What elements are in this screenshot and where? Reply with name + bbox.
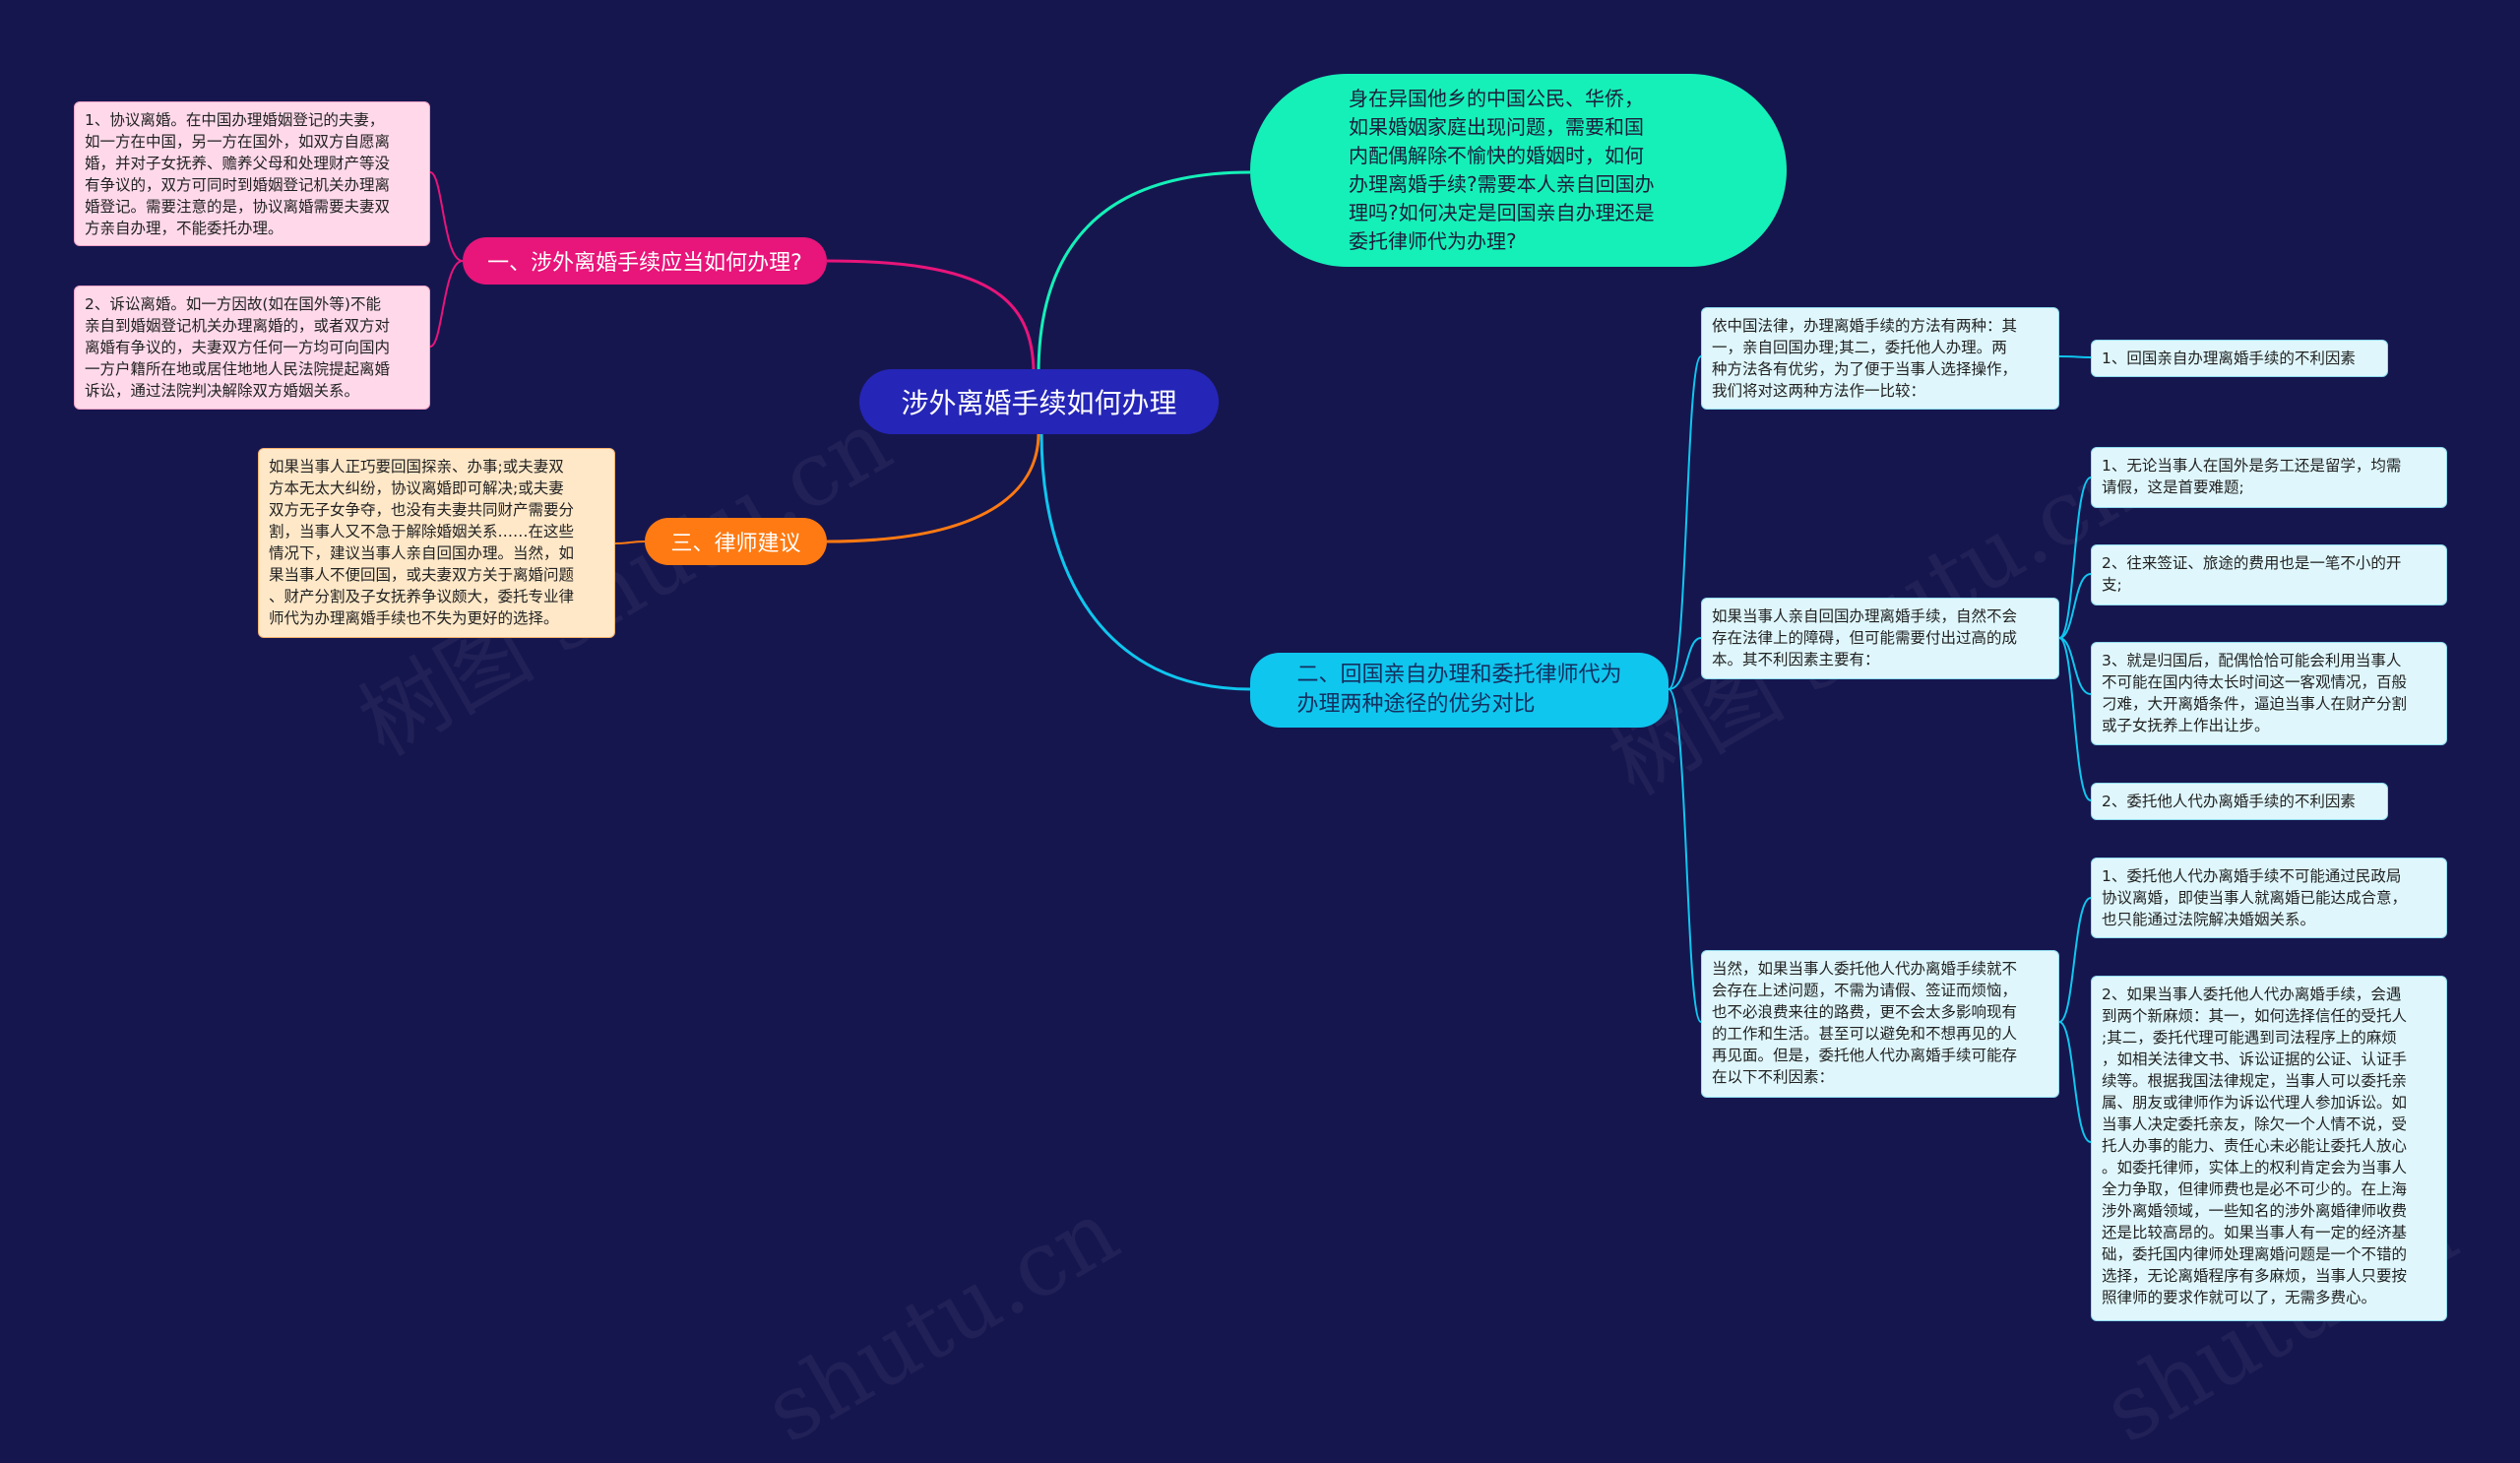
intro-node[interactable]: 身在异国他乡的中国公民、华侨， 如果婚姻家庭出现问题，需要和国 内配偶解除不愉快…	[1250, 74, 1787, 267]
branch2-sub2[interactable]: 如果当事人亲自回国办理离婚手续，自然不会 存在法律上的障碍，但可能需要付出过高的…	[1701, 598, 2059, 679]
link-branch3-child1	[614, 541, 646, 544]
root-label: 涉外离婚手续如何办理	[901, 387, 1177, 419]
branch2-label: 二、回国亲自办理和委托律师代为 办理两种途径的优劣对比	[1296, 663, 1622, 717]
link-sub3-c1	[2058, 897, 2092, 1023]
link-branch2-sub2	[1668, 637, 1702, 690]
branch2-sub1[interactable]: 依中国法律，办理离婚手续的方法有两种：其 一，亲自回国办理;其二，委托他人办理。…	[1701, 307, 2059, 410]
branch3-leaf-1[interactable]: 如果当事人正巧要回国探亲、办事;或夫妻双 方本无太大纠纷，协议离婚即可解决;或夫…	[258, 448, 615, 638]
link-sub1-c1	[2058, 355, 2092, 358]
link-sub3-c2	[2058, 1021, 2092, 1143]
branch2-sub2-leaf-3[interactable]: 3、就是归国后，配偶恰恰可能会利用当事人 不可能在国内待太长时间这一客观情况，百…	[2091, 642, 2447, 745]
branch1-node[interactable]: 一、涉外离婚手续应当如何办理?	[463, 237, 827, 285]
link-branch1-child1	[429, 171, 464, 262]
link-root-intro	[1037, 170, 1251, 375]
mindmap-canvas: 树图 shutu.cn 树图 shutu.cn shutu.cn shutu.c…	[74, 74, 2474, 1463]
link-sub2-c1	[2058, 477, 2092, 639]
link-root-branch1	[826, 259, 1036, 375]
root-node[interactable]: 涉外离婚手续如何办理	[859, 369, 1219, 434]
branch2-sub2-leaf-4[interactable]: 2、委托他人代办离婚手续的不利因素	[2091, 783, 2388, 820]
branch1-leaf-2[interactable]: 2、诉讼离婚。如一方因故(如在国外等)不能 亲自到婚姻登记机关办理离婚的，或者双…	[74, 286, 430, 410]
branch2-sub2-leaf-2[interactable]: 2、往来签证、旅途的费用也是一笔不小的开 支;	[2091, 544, 2447, 605]
branch2-sub1-leaf-1[interactable]: 1、回国亲自办理离婚手续的不利因素	[2091, 340, 2388, 377]
link-root-branch2	[1040, 432, 1251, 691]
link-sub2-c4	[2058, 637, 2092, 801]
branch2-node[interactable]: 二、回国亲自办理和委托律师代为 办理两种途径的优劣对比	[1250, 653, 1669, 728]
link-sub2-c2	[2058, 573, 2092, 639]
link-root-branch3	[826, 432, 1040, 543]
connector-lines	[429, 170, 2092, 1143]
branch3-label: 三、律师建议	[670, 532, 801, 556]
link-branch2-sub3	[1668, 688, 1702, 1023]
link-branch1-child2	[429, 260, 464, 348]
branch3-node[interactable]: 三、律师建议	[645, 518, 827, 565]
link-branch2-sub1	[1668, 355, 1702, 690]
branch1-label: 一、涉外离婚手续应当如何办理?	[487, 251, 802, 276]
branch2-sub3[interactable]: 当然，如果当事人委托他人代办离婚手续就不 会存在上述问题，不需为请假、签证而烦恼…	[1701, 950, 2059, 1098]
link-sub2-c3	[2058, 637, 2092, 695]
branch2-sub3-leaf-2[interactable]: 2、如果当事人委托他人代办离婚手续，会遇 到两个新麻烦：其一，如何选择信任的受托…	[2091, 976, 2447, 1321]
branch2-sub3-leaf-1[interactable]: 1、委托他人代办离婚手续不可能通过民政局 协议离婚，即使当事人就离婚已能达成合意…	[2091, 858, 2447, 938]
intro-text: 身在异国他乡的中国公民、华侨， 如果婚姻家庭出现问题，需要和国 内配偶解除不愉快…	[1349, 87, 1655, 253]
branch1-leaf-1[interactable]: 1、协议离婚。在中国办理婚姻登记的夫妻， 如一方在中国，另一方在国外，如双方自愿…	[74, 101, 430, 246]
branch2-sub2-leaf-1[interactable]: 1、无论当事人在国外是务工还是留学，均需 请假，这是首要难题;	[2091, 447, 2447, 508]
